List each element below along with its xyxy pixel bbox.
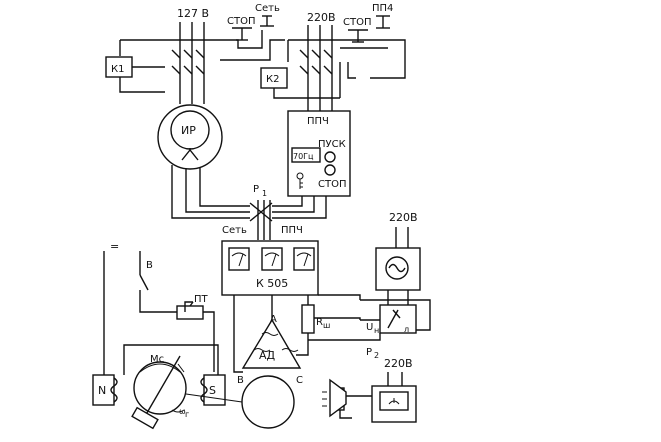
pusk-label: ПУСК: [318, 139, 346, 150]
un-label: U: [366, 322, 373, 333]
stop-button-left: СТОП: [227, 16, 255, 41]
k2-label: К2: [266, 74, 279, 85]
k505-label: К 505: [256, 277, 288, 290]
motor-shaft: [185, 393, 243, 403]
meter-2: [261, 247, 283, 271]
minus-sign: =: [110, 240, 119, 253]
oscilloscope-screen: [385, 256, 409, 280]
meter-1: [228, 247, 250, 271]
pt-label: ПТ: [194, 294, 209, 305]
p2-subscript: 2: [374, 351, 379, 360]
meter-3: [293, 247, 315, 271]
pp4-label: ПП4: [372, 3, 393, 14]
ir-label: ИР: [181, 124, 196, 137]
set-top-label: Сеть: [255, 3, 280, 14]
switch-v-label: В: [146, 260, 153, 271]
stop-button-right: СТОП: [343, 17, 371, 43]
frequency-display: [291, 147, 321, 163]
induction-motor-ad: АД А В С: [237, 314, 303, 386]
magnet-pole-n: [92, 374, 115, 406]
ppch-k505-label: ППЧ: [281, 225, 303, 236]
ad-label: АД: [259, 349, 276, 362]
load-wheel: [241, 375, 295, 429]
brake-rotor: [133, 361, 187, 415]
p2-label: Р: [366, 347, 372, 358]
stop-right-label: СТОП: [343, 17, 371, 28]
brake-lever: [143, 355, 181, 419]
voltage-meter-un: U н л: [366, 304, 417, 335]
pole-s-label: S: [209, 384, 216, 397]
un-subscript: н: [374, 326, 379, 335]
p1-label: Р: [253, 184, 259, 195]
phase-a-label: А: [270, 314, 277, 325]
phase-c-label: С: [296, 375, 303, 386]
stroboscope-lamp: [322, 378, 352, 419]
pusk-indicator: [324, 151, 336, 163]
voltage-220v-bottom-label: 220В: [384, 357, 413, 370]
rsh-subscript: ш: [323, 321, 330, 330]
pole-n-label: N: [98, 384, 106, 397]
rsh-label: R: [316, 317, 323, 328]
key-icon: [296, 172, 304, 189]
brake-weight: [131, 406, 159, 430]
wr-subscript: г: [185, 410, 189, 419]
p1-subscript: 1: [262, 189, 267, 198]
i-subscript: л: [404, 325, 409, 334]
k1-label: К1: [111, 64, 124, 75]
phase-b-label: В: [237, 375, 244, 386]
pp4-button: ПП4: [372, 3, 393, 29]
voltage-220v-osc-label: 220В: [389, 211, 418, 224]
set-k505-label: Сеть: [222, 225, 247, 236]
rheostat-pt: [176, 305, 204, 320]
stop-ppch-label: СТОП: [318, 179, 346, 190]
stop-indicator: [324, 164, 336, 176]
ppch-top-label: ППЧ: [307, 116, 329, 127]
mc-label: Мс: [150, 354, 164, 365]
k505-meters: [228, 247, 315, 271]
frequency-display-value: 70Гц: [293, 152, 314, 161]
wr-label: ω: [179, 407, 186, 416]
voltage-220v-top-label: 220В: [307, 11, 336, 24]
supply-127v-group: 127 В: [171, 7, 209, 104]
motor-ir: ИР: [157, 104, 223, 170]
shunt-resistor: [301, 304, 315, 334]
switch-p1: Р 1: [249, 184, 273, 240]
set-button-left: Сеть: [255, 3, 280, 27]
voltage-127v-label: 127 В: [177, 7, 209, 20]
stop-left-label: СТОП: [227, 16, 255, 27]
